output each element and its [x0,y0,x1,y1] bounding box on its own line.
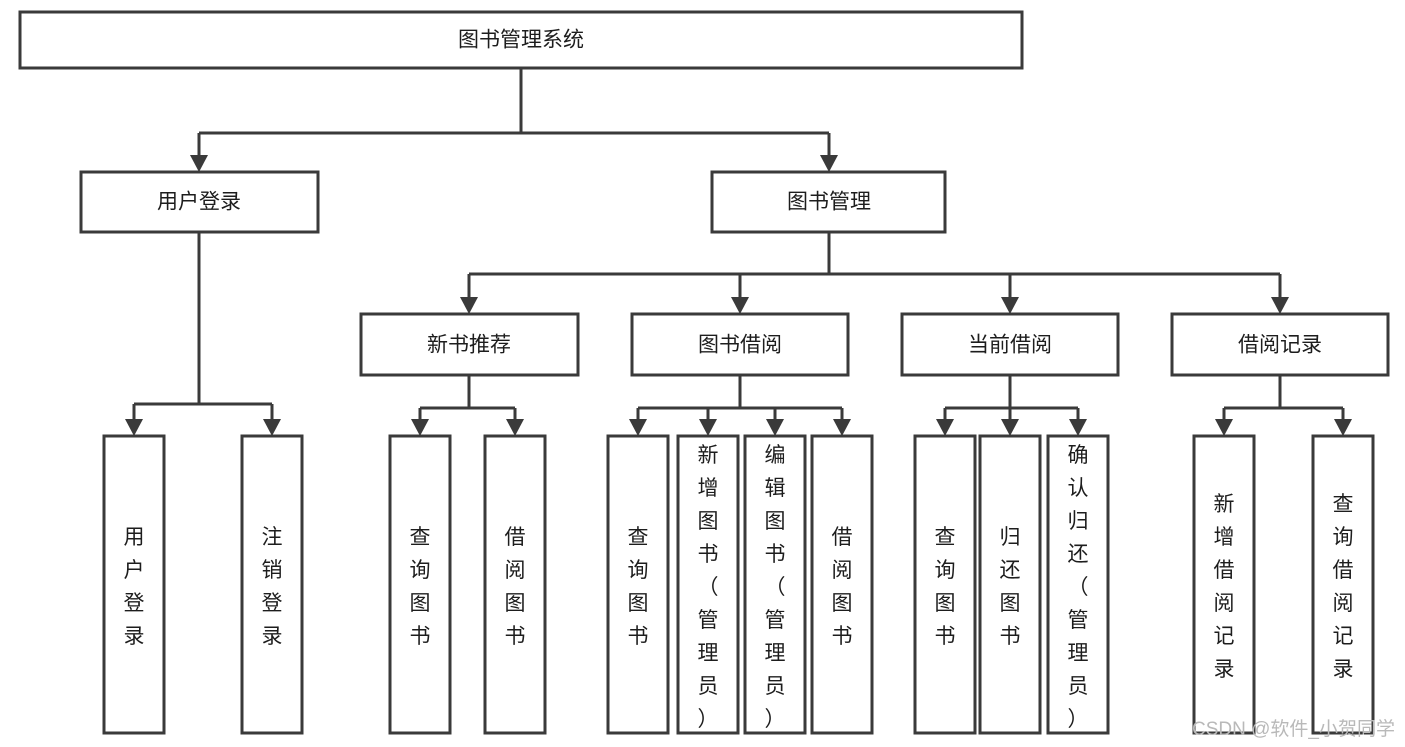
leaf-confirm-return-box[interactable] [1046,434,1110,735]
leaf-query-borrow-record-label: 查询借阅记录 [1333,493,1354,681]
node-l1-user-login-label: 用户登录 [157,191,241,214]
node-l2-borrow-record[interactable]: 借阅记录 [1170,312,1390,377]
node-root-label: 图书管理系统 [458,29,584,52]
arrow-to-leaf-borrow-book-rec [506,419,524,436]
node-l1-book-manage[interactable]: 图书管理 [710,170,947,234]
arrow-to-leaf-add-borrow-record [1215,419,1233,436]
connector-layer [125,68,1352,436]
leaf-query-book-borrow-label: 查询图书 [628,526,649,648]
arrow-to-leaf-return-book [1001,419,1019,436]
leaf-edit-book-label: 编辑图书（管理员） [765,444,786,731]
leaf-query-book-current-label: 查询图书 [935,526,956,648]
arrow-to-leaf-query-borrow-record [1334,419,1352,436]
leaf-return-book[interactable]: 归还图书 [978,434,1042,735]
arrow-to-borrow-record [1271,297,1289,314]
leaf-query-book-borrow-box[interactable] [606,434,670,735]
node-l2-book-borrow[interactable]: 图书借阅 [630,312,850,377]
leaf-query-book-current-box[interactable] [913,434,977,735]
node-l2-book-borrow-box[interactable] [630,312,850,377]
node-l2-book-borrow-label: 图书借阅 [698,334,782,357]
node-l1-book-manage-box[interactable] [710,170,947,234]
leaf-add-borrow-record[interactable]: 新增借阅记录 [1192,434,1256,735]
leaf-query-book-borrow[interactable]: 查询图书 [606,434,670,735]
node-l2-borrow-record-box[interactable] [1170,312,1390,377]
node-l2-new-book-rec-box[interactable] [359,312,580,377]
arrow-to-leaf-confirm-return [1069,419,1087,436]
arrow-to-current-borrow [1001,297,1019,314]
leaf-add-borrow-record-label: 新增借阅记录 [1214,493,1235,681]
leaf-add-borrow-record-box[interactable] [1192,434,1256,735]
leaf-borrow-book-rec-box[interactable] [483,434,547,735]
leaf-query-book-current[interactable]: 查询图书 [913,434,977,735]
edge-borrow-record-trunk [1222,375,1345,419]
leaf-logout-box[interactable] [240,434,304,735]
node-l1-user-login-box[interactable] [79,170,320,234]
leaf-return-book-label: 归还图书 [1000,526,1021,648]
node-l1-book-manage-label: 图书管理 [787,191,871,214]
arrow-to-book-manage [820,155,838,172]
node-l2-current-borrow[interactable]: 当前借阅 [900,312,1120,377]
arrow-to-new-book-rec [460,297,478,314]
arrow-to-leaf-edit-book [766,419,784,436]
leaf-borrow-book-rec-label: 借阅图书 [505,526,526,648]
arrow-to-user-login [190,155,208,172]
arrow-to-leaf-query-book-current [936,419,954,436]
edge-book-manage-trunk [467,232,1282,297]
leaf-user-login-box[interactable] [102,434,166,735]
edge-root-trunk [197,68,831,155]
leaf-user-login-label: 用户登录 [124,526,145,648]
arrow-to-leaf-borrow-book [833,419,851,436]
leaf-add-book-box[interactable] [676,434,740,735]
edge-user-login-trunk [132,232,274,419]
arrow-to-leaf-user-login [125,419,143,436]
leaf-logout-label: 注销登录 [262,526,283,648]
node-l2-current-borrow-box[interactable] [900,312,1120,377]
edge-new-book-rec-trunk [418,375,517,419]
node-l2-borrow-record-label: 借阅记录 [1238,334,1322,357]
leaf-query-borrow-record-box[interactable] [1311,434,1375,735]
node-l2-current-borrow-label: 当前借阅 [968,334,1052,357]
leaf-confirm-return[interactable]: 确认归还（管理员） [1046,434,1110,735]
arrow-to-leaf-logout [263,419,281,436]
leaf-edit-book[interactable]: 编辑图书（管理员） [743,434,807,735]
leaf-edit-book-box[interactable] [743,434,807,735]
leaf-logout[interactable]: 注销登录 [240,434,304,735]
node-l2-new-book-rec[interactable]: 新书推荐 [359,312,580,377]
leaf-query-book-rec[interactable]: 查询图书 [388,434,452,735]
leaf-borrow-book-rec[interactable]: 借阅图书 [483,434,547,735]
arrow-to-leaf-query-book-rec [411,419,429,436]
edge-book-borrow-trunk [636,375,844,419]
leaf-borrow-book[interactable]: 借阅图书 [810,434,874,735]
edge-current-borrow-trunk [943,375,1080,419]
leaf-borrow-book-label: 借阅图书 [832,526,853,648]
leaf-user-login[interactable]: 用户登录 [102,434,166,735]
leaf-return-book-box[interactable] [978,434,1042,735]
node-l2-new-book-rec-label: 新书推荐 [427,334,511,357]
arrow-to-book-borrow [731,297,749,314]
leaf-query-borrow-record[interactable]: 查询借阅记录 [1311,434,1375,735]
leaf-confirm-return-label: 确认归还（管理员） [1068,444,1089,731]
leaf-borrow-book-box[interactable] [810,434,874,735]
leaf-add-book[interactable]: 新增图书（管理员） [676,434,740,735]
node-root-box[interactable] [18,10,1024,70]
leaf-add-book-label: 新增图书（管理员） [698,444,719,731]
node-l1-user-login[interactable]: 用户登录 [79,170,320,234]
arrow-to-leaf-query-book-borrow [629,419,647,436]
node-root[interactable]: 图书管理系统 [18,10,1024,70]
leaf-query-book-rec-box[interactable] [388,434,452,735]
leaf-query-book-rec-label: 查询图书 [410,526,431,648]
arrow-to-leaf-add-book [699,419,717,436]
